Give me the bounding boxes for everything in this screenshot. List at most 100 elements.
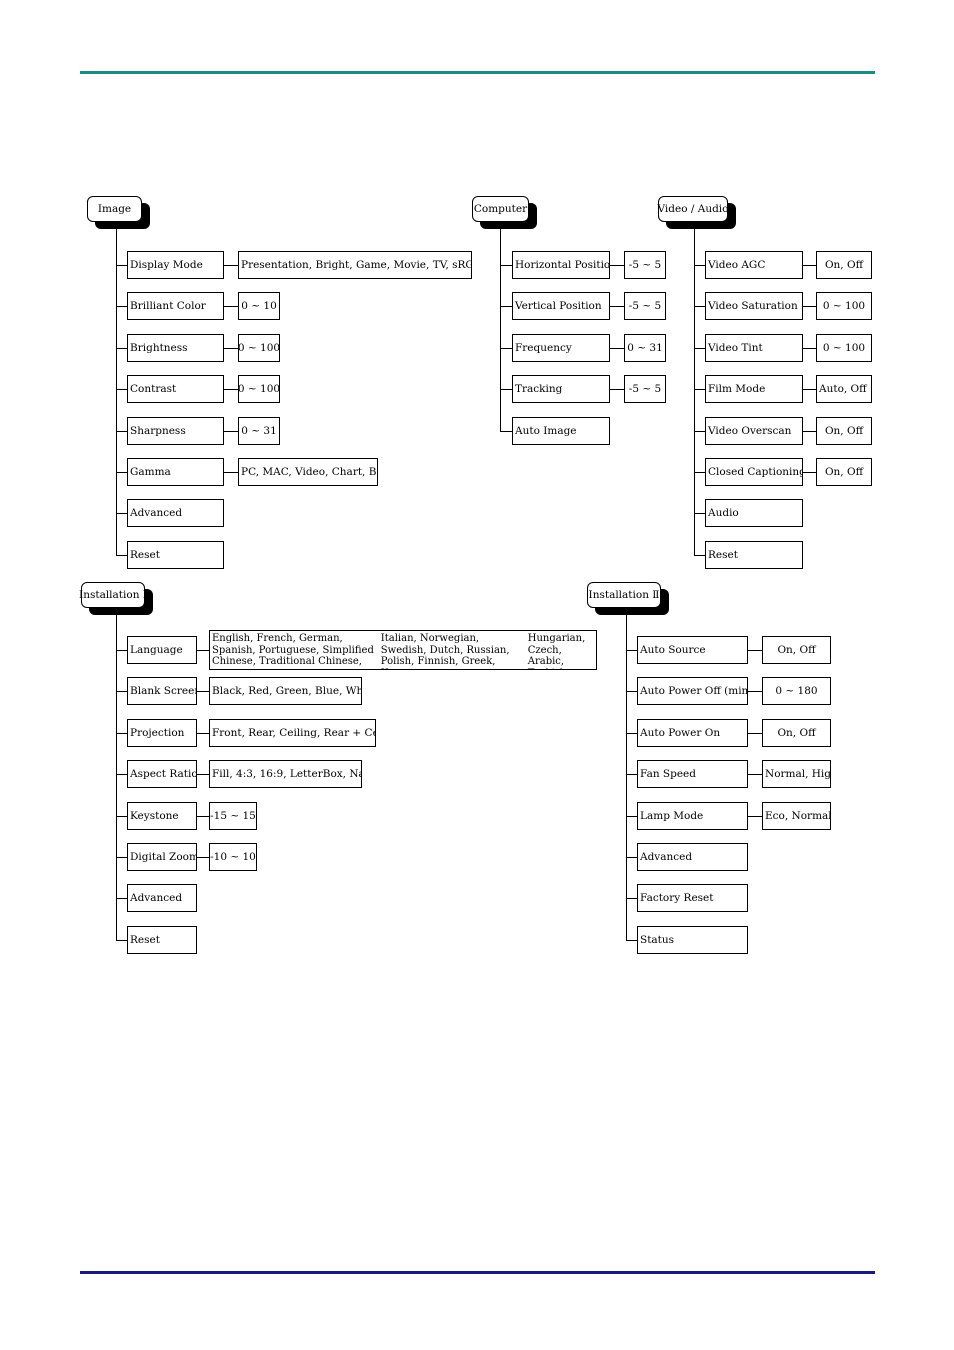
image-branch-line <box>116 430 127 432</box>
installation-1-item-reset: Reset <box>127 925 197 954</box>
video-audio-branch-line <box>694 389 705 391</box>
installation-2-item-factory-reset: Factory Reset <box>637 884 748 913</box>
installation-1-item-keystone: Keystone <box>127 801 197 830</box>
installation-1-value-0: English, French, German, Spanish, Portug… <box>209 630 597 670</box>
installation-2-value-connector <box>748 774 762 776</box>
computer-branch-line <box>500 347 512 349</box>
image-item-sharpness: Sharpness <box>127 416 224 445</box>
value-line: Italian, Norwegian, Swedish, Dutch, Russ… <box>380 633 510 669</box>
video-audio-branch-line <box>694 430 705 432</box>
video-audio-branch-line <box>694 513 705 515</box>
installation-1-branch-line <box>116 898 127 900</box>
image-value-connector <box>224 430 238 432</box>
video-audio-item-video-overscan: Video Overscan <box>705 416 803 445</box>
video-audio-branch-line <box>694 554 705 556</box>
installation-2-item-status: Status <box>637 925 748 954</box>
image-item-advanced: Advanced <box>127 499 224 528</box>
video-audio-item-film-mode: Film Mode <box>705 375 803 404</box>
value-line: English, French, German, Spanish, Portug… <box>212 633 374 667</box>
installation-1-branch-line <box>116 732 127 734</box>
video-audio-item-closed-captioning: Closed Captioning <box>705 458 803 486</box>
installation-2-item-auto-source: Auto Source <box>637 636 748 664</box>
video-audio-branch-line <box>694 306 705 308</box>
image-item-gamma: Gamma <box>127 458 224 486</box>
video-audio-value-connector <box>803 306 816 308</box>
video-audio-value-connector <box>803 389 816 391</box>
video-audio-value-connector <box>803 430 816 432</box>
footer-rule <box>80 1271 875 1274</box>
installation-2-item-auto-power-on: Auto Power On <box>637 718 748 747</box>
computer-item-frequency: Frequency <box>512 333 610 362</box>
computer-branch-line <box>500 265 512 266</box>
installation-1-item-digital-zoom: Digital Zoom <box>127 843 197 871</box>
installation-1-value-2: Front, Rear, Ceiling, Rear + Ceiling <box>209 718 376 747</box>
video-audio-item-video-saturation: Video Saturation <box>705 292 803 321</box>
video-audio-item-audio: Audio <box>705 499 803 528</box>
installation-1-branch-line <box>116 939 127 941</box>
video-audio-value-3: Auto, Off <box>816 375 872 404</box>
computer-branch-line <box>500 430 512 432</box>
installation-2-branch-line <box>626 774 637 776</box>
image-trunk-line <box>116 229 117 555</box>
computer-item-vertical-position: Vertical Position <box>512 292 610 321</box>
installation-2-value-connector <box>748 650 762 651</box>
installation-2-value-connector <box>748 815 762 817</box>
image-value-1: 0 ~ 10 <box>238 292 280 321</box>
installation-1-value-connector <box>197 774 209 776</box>
video-audio-item-video-agc: Video AGC <box>705 251 803 279</box>
computer-value-connector <box>610 306 624 308</box>
image-value-4: 0 ~ 31 <box>238 416 280 445</box>
image-branch-line <box>116 306 127 308</box>
installation-1-trunk-line <box>116 615 117 940</box>
image-value-connector <box>224 306 238 308</box>
computer-branch-line <box>500 306 512 308</box>
video-audio-value-1: 0 ~ 100 <box>816 292 872 321</box>
installation-2-value-4: Eco, Normal <box>762 801 831 830</box>
installation-2-branch-line <box>626 815 637 817</box>
image-branch-line <box>116 347 127 349</box>
installation-2-item-advanced: Advanced <box>637 843 748 871</box>
installation-1-item-language: Language <box>127 636 197 664</box>
image-value-connector <box>224 389 238 391</box>
video-audio-value-4: On, Off <box>816 416 872 445</box>
installation-2-value-0: On, Off <box>762 636 831 664</box>
video-audio-branch-line <box>694 265 705 266</box>
image-branch-line <box>116 513 127 515</box>
installation-1-branch-line <box>116 650 127 651</box>
installation-1-branch-line <box>116 691 127 693</box>
installation-1-item-advanced: Advanced <box>127 884 197 913</box>
video-audio-item-reset: Reset <box>705 540 803 569</box>
video-audio-trunk-line <box>694 229 695 555</box>
computer-trunk-line <box>500 229 501 431</box>
installation-1-item-blank-screen: Blank Screen <box>127 677 197 706</box>
installation-1-value-connector <box>197 732 209 734</box>
installation-2-item-lamp-mode: Lamp Mode <box>637 801 748 830</box>
computer-value-3: -5 ~ 5 <box>624 375 666 404</box>
video-audio-value-2: 0 ~ 100 <box>816 333 872 362</box>
installation-1-value-3: Fill, 4:3, 16:9, LetterBox, Native <box>209 760 362 789</box>
installation-2-branch-line <box>626 898 637 900</box>
value-line: Hungarian, Czech, Arabic, Turkish <box>527 633 586 669</box>
installation-2-value-2: On, Off <box>762 718 831 747</box>
installation-2-header: Installation Ⅱ <box>587 582 661 608</box>
video-audio-branch-line <box>694 347 705 349</box>
image-value-0: Presentation, Bright, Game, Movie, TV, s… <box>238 251 472 279</box>
installation-1-header: Installation I <box>79 582 147 608</box>
computer-branch-line <box>500 389 512 391</box>
image-item-display-mode: Display Mode <box>127 251 224 279</box>
video-audio-value-0: On, Off <box>816 251 872 279</box>
image-value-connector <box>224 265 238 266</box>
installation-2-value-connector <box>748 691 762 693</box>
computer-value-connector <box>610 347 624 349</box>
video-audio-branch-line <box>694 472 705 473</box>
installation-1-item-aspect-ratio: Aspect Ratio <box>127 760 197 789</box>
computer-value-connector <box>610 389 624 391</box>
installation-1-value-connector <box>197 650 209 651</box>
image-branch-line <box>116 554 127 556</box>
installation-2-item-fan-speed: Fan Speed <box>637 760 748 789</box>
header-rule <box>80 71 875 74</box>
installation-2-value-connector <box>748 732 762 734</box>
video-audio-value-connector <box>803 347 816 349</box>
installation-1-item-projection: Projection <box>127 718 197 747</box>
image-value-connector <box>224 347 238 349</box>
